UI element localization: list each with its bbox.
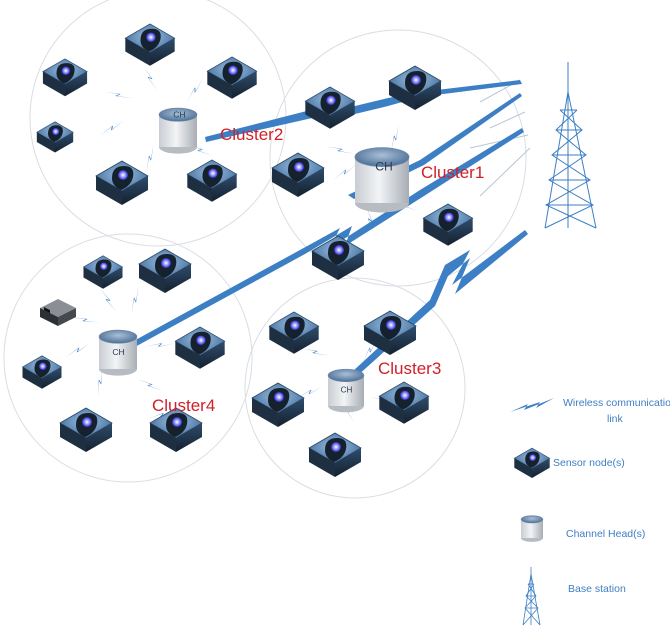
- sensor-node-icon: [513, 447, 551, 479]
- cluster-head-label: CH: [112, 347, 124, 357]
- legend: Wireless communication link Sensor node(…: [510, 397, 670, 626]
- device-node: [40, 299, 76, 326]
- cluster2-sensors: [36, 23, 258, 206]
- sensor-node: [422, 203, 474, 247]
- channel-head-icon: [520, 515, 544, 543]
- cluster-head-label: CH: [341, 386, 353, 395]
- sensor-node: [186, 159, 238, 203]
- sensor-node: [304, 86, 356, 130]
- legend-base-station-label: Base station: [568, 583, 626, 595]
- cluster4-label: Cluster4: [152, 396, 215, 415]
- cluster-head-3: CH: [327, 368, 365, 413]
- sensor-node: [95, 160, 149, 206]
- cluster-head-2: CH: [158, 107, 198, 154]
- cluster-head-label: CH: [375, 160, 393, 174]
- legend-base-station: Base station: [522, 567, 626, 626]
- sensor-node: [268, 311, 320, 355]
- legend-channel-head-label: Channel Head(s): [566, 528, 645, 540]
- sensor-node: [251, 382, 305, 428]
- cluster2-label: Cluster2: [220, 125, 283, 144]
- sensor-node: [206, 56, 258, 100]
- sensor-node: [271, 152, 325, 198]
- base-station-tower: [544, 62, 597, 229]
- link-ch3-bs: [352, 230, 528, 377]
- link-ch2-bs: [205, 80, 522, 142]
- sensor-node: [59, 407, 113, 453]
- sensor-node: [22, 355, 62, 390]
- sensor-node: [138, 248, 192, 294]
- sensor-node: [378, 381, 430, 425]
- link-ch4-bs: [130, 128, 524, 348]
- sensor-node: [124, 23, 176, 67]
- legend-wireless-link: Wireless communication link: [510, 397, 670, 425]
- base-station-icon: [522, 567, 541, 626]
- cluster3-label: Cluster3: [378, 359, 441, 378]
- cluster3-ring: [244, 277, 466, 499]
- sensor-node: [174, 326, 226, 370]
- legend-wireless-label-line2: link: [607, 413, 624, 425]
- wireless-link-icon: [510, 398, 554, 412]
- legend-sensor-label: Sensor node(s): [553, 457, 625, 469]
- sensor-node: [36, 121, 74, 153]
- cluster1-ring: [269, 29, 527, 287]
- sensor-node: [308, 432, 362, 478]
- cluster-head-1: CH: [354, 147, 410, 213]
- cluster1-label: Cluster1: [421, 163, 484, 182]
- sensor-node: [83, 255, 123, 290]
- cluster4-ring: [3, 233, 253, 483]
- legend-wireless-label-line1: Wireless communication: [563, 397, 670, 409]
- legend-sensor-node: Sensor node(s): [513, 447, 625, 479]
- cluster-head-label: CH: [173, 110, 185, 120]
- legend-channel-head: Channel Head(s): [520, 515, 645, 543]
- sensor-node: [42, 58, 88, 97]
- sensor-node: [363, 310, 417, 356]
- cluster-head-4: CH: [98, 329, 138, 376]
